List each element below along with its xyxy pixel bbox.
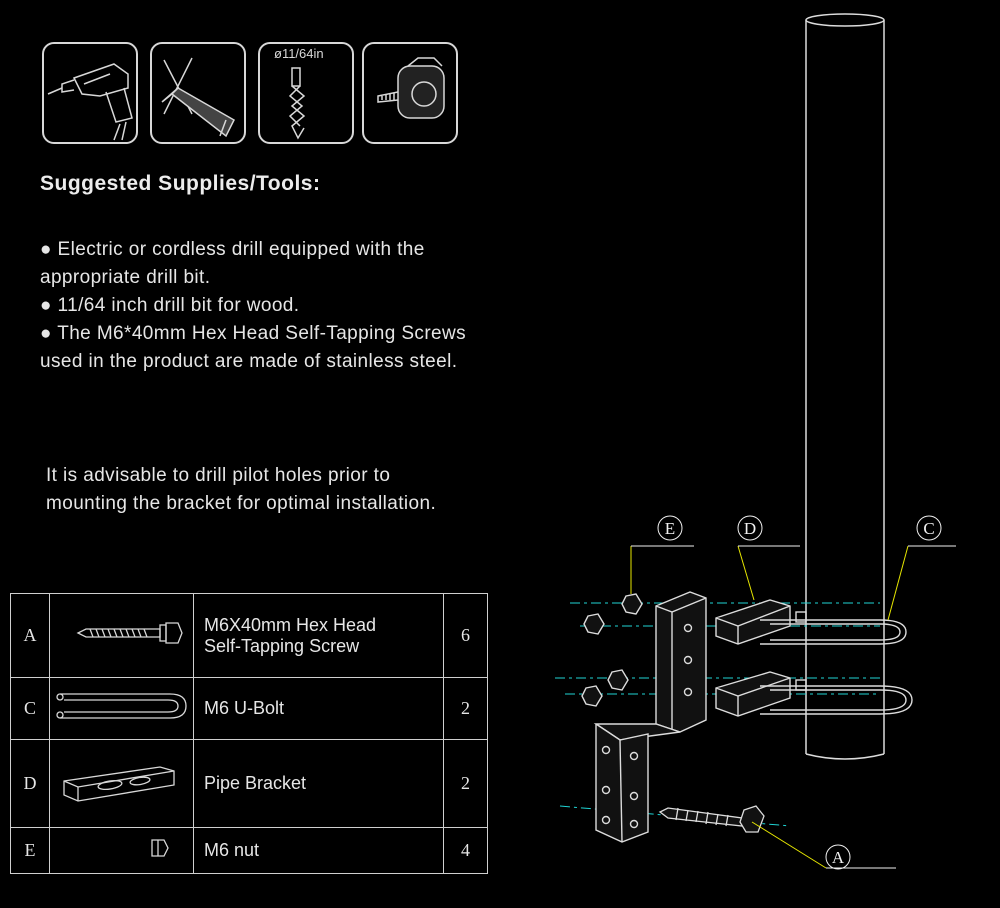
callout-c-label: C	[923, 519, 934, 538]
pencil-icon	[161, 57, 235, 138]
mounting-plate	[593, 591, 707, 843]
pipe-bracket-icon	[63, 766, 175, 802]
hex-screw	[658, 805, 765, 833]
pencil-tool-box	[150, 42, 246, 144]
drill-bit-label: ø11/64in	[274, 46, 324, 61]
part-letter: D	[10, 739, 50, 828]
table-row: C M6 U-Bolt 2	[10, 677, 488, 740]
u-bolt-icon	[56, 693, 187, 719]
drill-tool-box	[42, 42, 138, 144]
hex-screw-icon	[76, 622, 183, 644]
part-qty: 6	[443, 593, 488, 678]
tape-tool-box	[362, 42, 458, 144]
callout-a-label: A	[832, 848, 845, 867]
callout-e-label: E	[665, 519, 675, 538]
table-row: E M6 nut 4	[10, 827, 488, 874]
part-qty: 4	[443, 827, 488, 874]
tape-measure-icon	[377, 57, 445, 119]
part-name-cell: M6 U-Bolt	[193, 677, 444, 740]
part-name-cell: Pipe Bracket	[193, 739, 444, 828]
drill-bit-icon: ø11/64in	[274, 46, 324, 140]
part-name: M6 U-Bolt	[204, 698, 285, 718]
supply-item: ● The M6*40mm Hex Head Self-Tapping Scre…	[40, 323, 467, 372]
hex-nut-icon	[151, 839, 169, 857]
pole	[805, 13, 885, 760]
part-name: M6 nut	[204, 840, 260, 860]
part-name: Self-Tapping Screw	[204, 635, 360, 656]
part-image-cell	[49, 677, 194, 740]
part-name: Pipe Bracket	[204, 773, 307, 793]
drill-bit-tool-box: ø11/64in	[258, 42, 354, 144]
callout-d: D	[737, 515, 763, 541]
installation-advice: It is advisable to drill pilot holes pri…	[46, 465, 437, 514]
callout-a: A	[825, 844, 851, 870]
parts-table: A M6X40mm Hex Head Self-Tapping Screw 6 …	[10, 593, 488, 874]
pipe-brackets	[715, 599, 791, 717]
callout-d-label: D	[744, 519, 756, 538]
table-row: A M6X40mm Hex Head Self-Tapping Screw 6	[10, 593, 488, 678]
part-letter: C	[10, 677, 50, 740]
part-image-cell	[49, 739, 194, 828]
callout-e: E	[657, 515, 683, 541]
part-letter: E	[10, 827, 50, 874]
supplies-list: ● Electric or cordless drill equipped wi…	[40, 236, 480, 376]
supply-item: ● 11/64 inch drill bit for wood.	[40, 295, 300, 316]
supply-item: ● Electric or cordless drill equipped wi…	[40, 239, 425, 288]
leader-lines	[630, 545, 909, 869]
part-qty: 2	[443, 739, 488, 828]
part-name: M6X40mm Hex Head	[204, 614, 377, 635]
callout-c: C	[916, 515, 942, 541]
drill-icon	[47, 63, 133, 141]
table-row: D Pipe Bracket 2	[10, 739, 488, 828]
u-bolts	[760, 611, 913, 715]
part-name-cell: M6X40mm Hex Head Self-Tapping Screw	[193, 593, 444, 678]
hex-nuts	[581, 593, 643, 707]
supplies-heading: Suggested Supplies/Tools:	[40, 172, 321, 195]
label-underlines	[631, 545, 956, 869]
part-name-cell: M6 nut	[193, 827, 444, 874]
part-image-cell	[49, 827, 194, 874]
